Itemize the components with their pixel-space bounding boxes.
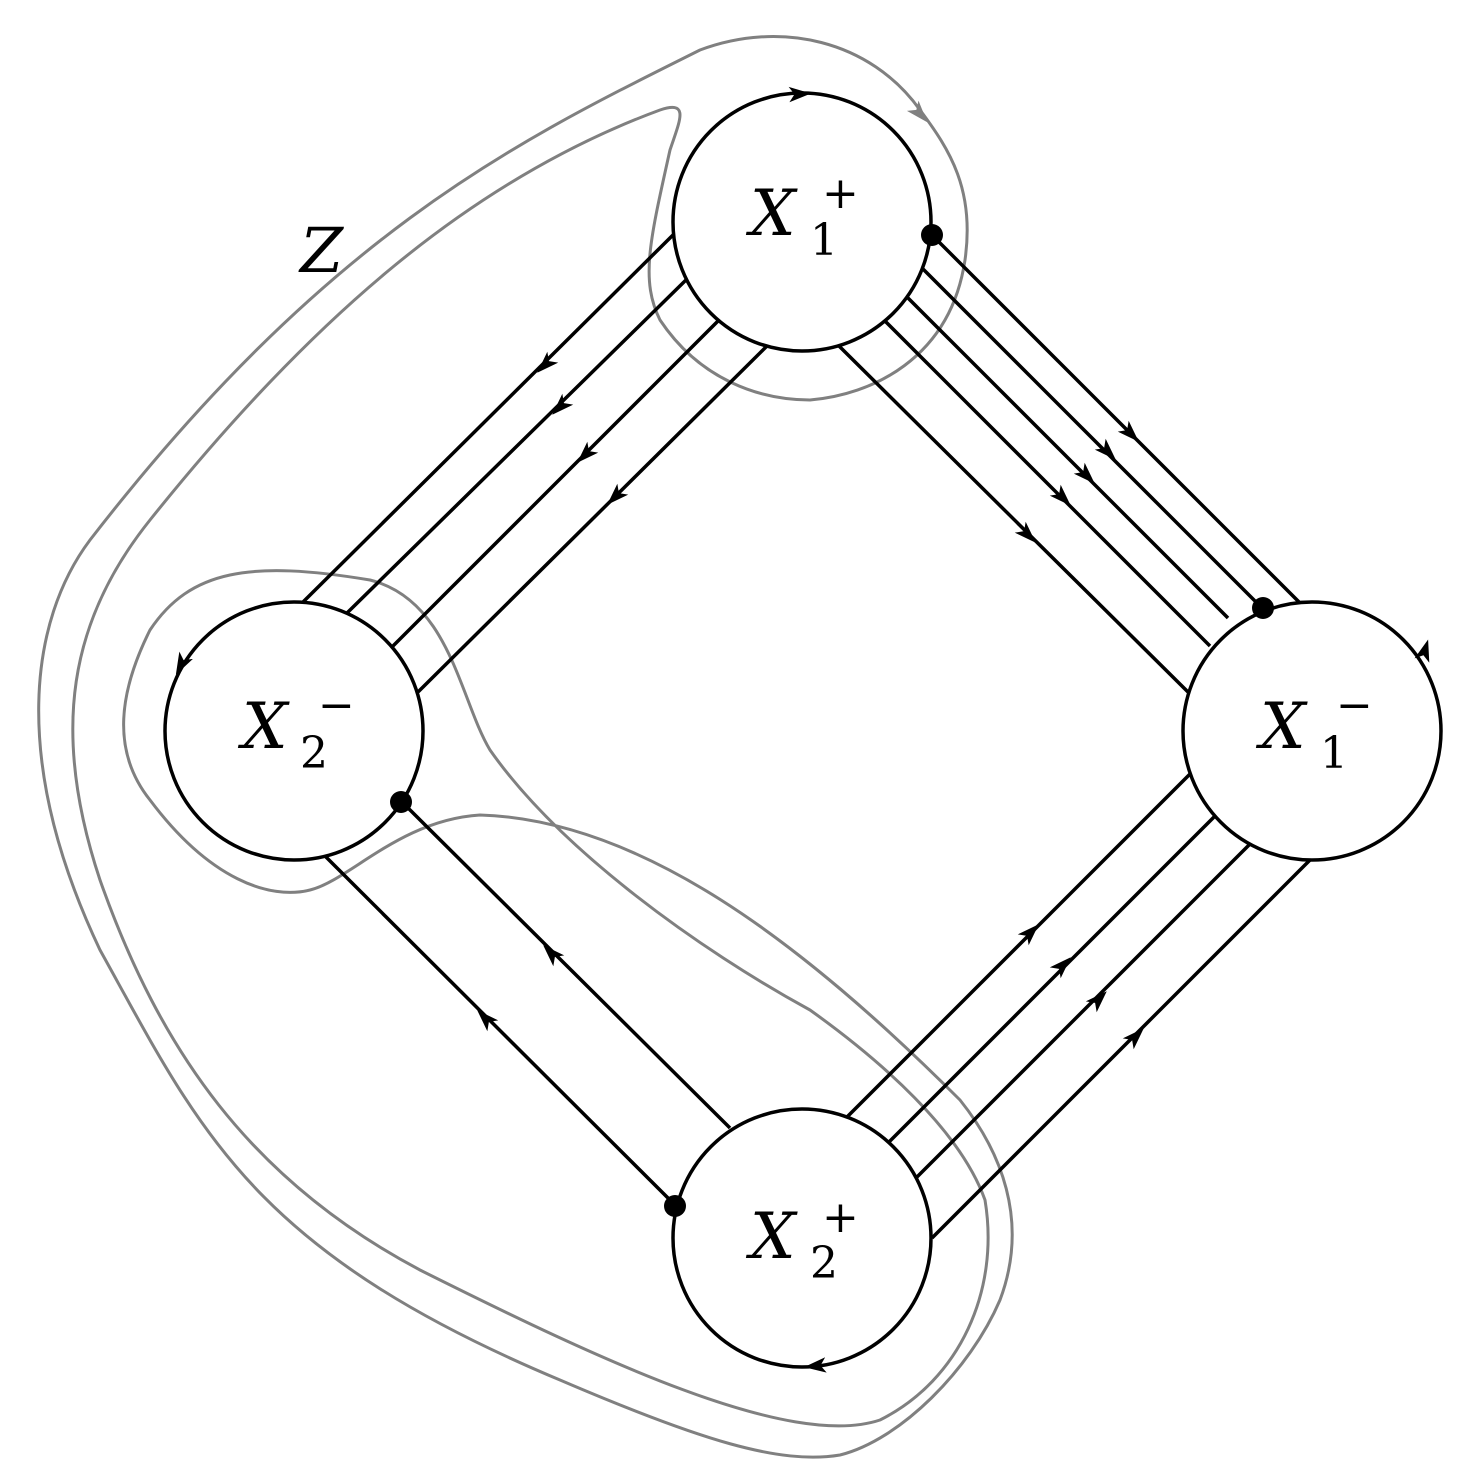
edge-x2plus-x1minus-2 — [886, 815, 1216, 1145]
svg-text:X: X — [745, 1200, 798, 1274]
edge-x1plus-x1minus-3 — [904, 294, 1230, 620]
node-label-x1-minus: X 1 − — [1255, 680, 1373, 779]
node-x2-plus — [671, 1107, 933, 1369]
edge-x1plus-x1minus-4 — [882, 318, 1212, 648]
region-z-outer-boundary — [37, 35, 1014, 1459]
node-x2-minus — [163, 600, 425, 862]
basepoint-x1-minus — [1252, 597, 1274, 619]
node-x1-plus — [671, 91, 933, 353]
svg-text:−: − — [1336, 680, 1373, 731]
edge-x2plus-x1minus-3 — [914, 842, 1252, 1180]
edge-x2plus-x2minus-2 — [398, 798, 732, 1130]
svg-text:+: + — [822, 168, 859, 219]
edges-x1plus-x2minus — [298, 231, 770, 694]
svg-text:2: 2 — [300, 728, 328, 779]
edge-x2plus-x1minus-4 — [930, 858, 1312, 1240]
edge-x2plus-x1minus-1 — [844, 772, 1192, 1120]
svg-text:−: − — [318, 680, 355, 731]
svg-text:X: X — [237, 690, 290, 764]
node-x1-minus — [1181, 600, 1443, 862]
edge-x1plus-x1minus-5 — [836, 343, 1190, 694]
basepoint-x2-minus — [390, 791, 412, 813]
edges-x2plus-x1minus — [844, 772, 1312, 1240]
edge-x1plus-x2minus-3 — [391, 319, 720, 648]
edge-x1plus-x2minus-1 — [298, 231, 677, 607]
arrows-x2plus-x2minus — [477, 945, 566, 1033]
edges-x1plus-x1minus — [836, 233, 1302, 694]
arrows-x1plus-x1minus — [1013, 419, 1139, 543]
basepoint-x1-plus — [921, 224, 943, 246]
nodes — [163, 91, 1443, 1369]
svg-text:+: + — [822, 1192, 859, 1243]
edge-x2plus-x2minus-1 — [324, 855, 677, 1207]
svg-text:1: 1 — [1320, 728, 1348, 779]
svg-text:1: 1 — [810, 215, 838, 266]
basepoint-x2-plus — [664, 1195, 686, 1217]
edge-x1plus-x1minus-2 — [920, 266, 1264, 610]
edges-x2plus-x2minus — [324, 798, 732, 1207]
node-label-x1-plus: X 1 + — [745, 168, 859, 266]
edge-x1plus-x2minus-4 — [416, 343, 770, 694]
node-label-x2-plus: X 2 + — [745, 1192, 859, 1289]
arrows-x2plus-x1minus — [1016, 924, 1144, 1051]
svg-text:2: 2 — [810, 1238, 838, 1289]
basepoints — [390, 224, 1274, 1217]
node-label-x2-minus: X 2 − — [237, 680, 355, 779]
region-label-z: Z — [298, 214, 344, 287]
svg-text:X: X — [745, 177, 798, 251]
svg-text:X: X — [1255, 690, 1308, 764]
edge-x1plus-x2minus-2 — [345, 276, 690, 615]
region-z-outlines — [37, 35, 1014, 1459]
